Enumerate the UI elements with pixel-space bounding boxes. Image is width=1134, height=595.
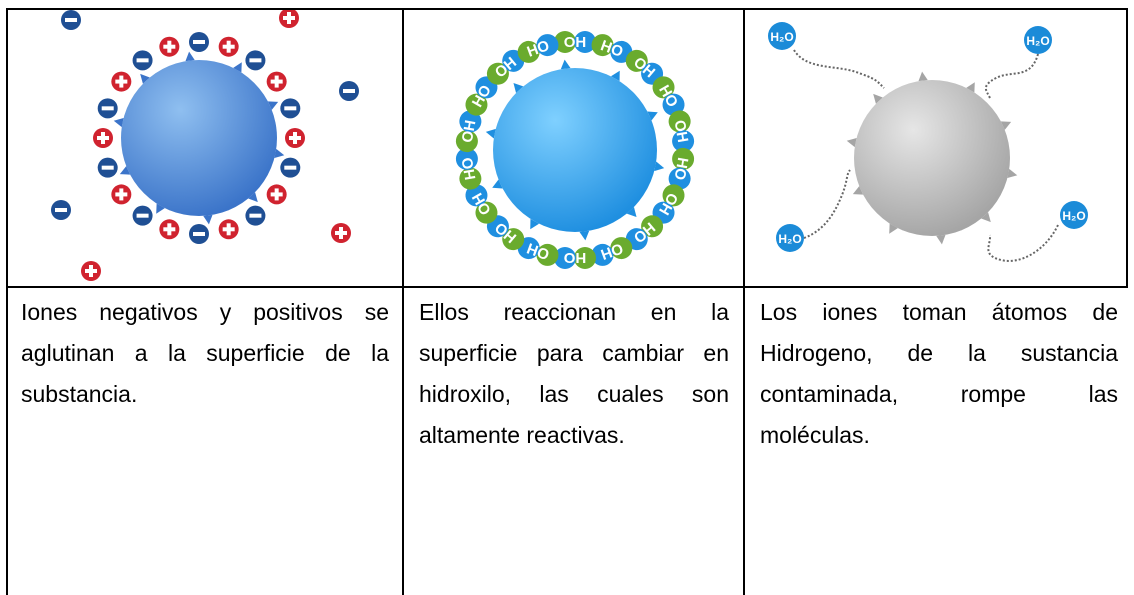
table-left-border bbox=[6, 8, 8, 595]
water-molecule-icon: H₂O bbox=[768, 22, 796, 50]
charged-ions-illustration bbox=[9, 10, 400, 286]
hydroxyl-group-icon: HO bbox=[455, 147, 482, 190]
particle-spikes bbox=[485, 59, 665, 241]
svg-text:OH: OH bbox=[564, 34, 587, 51]
svg-text:HO: HO bbox=[525, 37, 552, 61]
positive-ion-icon bbox=[216, 34, 241, 59]
table-right-border bbox=[1126, 8, 1128, 288]
water-molecule-icon: H₂O bbox=[1024, 26, 1052, 54]
bond-trail bbox=[987, 224, 1059, 262]
svg-text:H₂O: H₂O bbox=[778, 232, 801, 246]
description-paragraph: Iones negativos y positivos se aglutinan… bbox=[21, 299, 389, 407]
negative-ion-icon bbox=[243, 203, 268, 228]
svg-text:H₂O: H₂O bbox=[1062, 209, 1085, 223]
positive-ion-icon bbox=[277, 10, 301, 30]
negative-ion-icon bbox=[95, 155, 120, 180]
table-column-divider-1 bbox=[402, 8, 404, 595]
particle-spikes bbox=[113, 51, 285, 225]
positive-ion-icon bbox=[329, 221, 353, 245]
hydroxyl-group-icon: HO bbox=[668, 147, 695, 190]
svg-text:HO: HO bbox=[563, 249, 586, 266]
negative-ion-icon bbox=[243, 48, 268, 73]
hydroxyl-group-icon: OH bbox=[455, 110, 482, 153]
negative-ion-icon bbox=[95, 96, 120, 121]
negative-ion-icon bbox=[187, 222, 211, 246]
table-row-divider bbox=[6, 286, 1128, 288]
positive-ion-icon bbox=[216, 217, 241, 242]
svg-text:H₂O: H₂O bbox=[1026, 34, 1049, 48]
svg-text:HO: HO bbox=[598, 37, 625, 61]
positive-ion-icon bbox=[264, 182, 289, 207]
positive-ion-icon bbox=[79, 259, 103, 283]
svg-text:HO: HO bbox=[459, 156, 480, 181]
positive-ion-icon bbox=[264, 69, 289, 94]
negative-ion-icon bbox=[130, 48, 155, 73]
hydroxyl-group-icon: HO bbox=[554, 247, 596, 269]
charged-ions-diagram bbox=[49, 10, 361, 283]
hydroxyl-group-icon: OH bbox=[668, 110, 695, 153]
description-paragraph: Los iones toman átomos de Hidrogeno, de … bbox=[760, 299, 1118, 448]
svg-text:OH: OH bbox=[598, 239, 625, 263]
negative-ion-icon bbox=[49, 198, 73, 222]
table-top-border bbox=[6, 8, 1128, 10]
cell-text-water: Los iones toman átomos de Hidrogeno, de … bbox=[760, 292, 1118, 456]
positive-ion-icon bbox=[109, 182, 134, 207]
svg-text:OH: OH bbox=[459, 119, 480, 144]
particle-sphere bbox=[121, 60, 277, 216]
positive-ion-icon bbox=[283, 126, 307, 150]
svg-text:H₂O: H₂O bbox=[770, 30, 793, 44]
table-column-divider-2 bbox=[743, 8, 745, 595]
positive-ion-icon bbox=[157, 217, 182, 242]
negative-ion-icon bbox=[187, 30, 211, 54]
svg-text:OH: OH bbox=[671, 119, 692, 144]
positive-ion-icon bbox=[157, 34, 182, 59]
particle-spikes bbox=[846, 71, 1018, 245]
water-molecule-icon: H₂O bbox=[1060, 201, 1088, 229]
negative-ion-icon bbox=[337, 79, 361, 103]
negative-ion-icon bbox=[278, 155, 303, 180]
particle-sphere bbox=[854, 80, 1010, 236]
bond-trail bbox=[984, 53, 1039, 99]
negative-ion-icon bbox=[59, 10, 83, 32]
bond-trail bbox=[803, 169, 851, 239]
water-molecules-illustration: H₂O H₂O H₂O H₂O bbox=[746, 10, 1124, 286]
water-molecules-diagram: H₂O H₂O H₂O H₂O bbox=[768, 22, 1088, 262]
negative-ion-icon bbox=[130, 203, 155, 228]
description-paragraph: Ellos reaccionan en la superficie para c… bbox=[419, 299, 729, 448]
particle-sphere bbox=[493, 68, 657, 232]
hydroxyl-group-icon: HO bbox=[517, 34, 559, 63]
svg-text:OH: OH bbox=[525, 239, 552, 263]
water-molecule-icon: H₂O bbox=[776, 224, 804, 252]
hydroxyl-group-icon: OH bbox=[554, 31, 596, 53]
positive-ion-icon bbox=[109, 69, 134, 94]
cell-text-ions: Iones negativos y positivos se aglutinan… bbox=[21, 292, 389, 415]
hydroxyl-group-icon: OH bbox=[591, 237, 633, 266]
negative-ion-icon bbox=[278, 96, 303, 121]
cell-text-hydroxyl: Ellos reaccionan en la superficie para c… bbox=[419, 292, 729, 456]
bond-trail bbox=[793, 49, 885, 89]
positive-ion-icon bbox=[91, 126, 115, 150]
svg-text:HO: HO bbox=[670, 156, 691, 181]
